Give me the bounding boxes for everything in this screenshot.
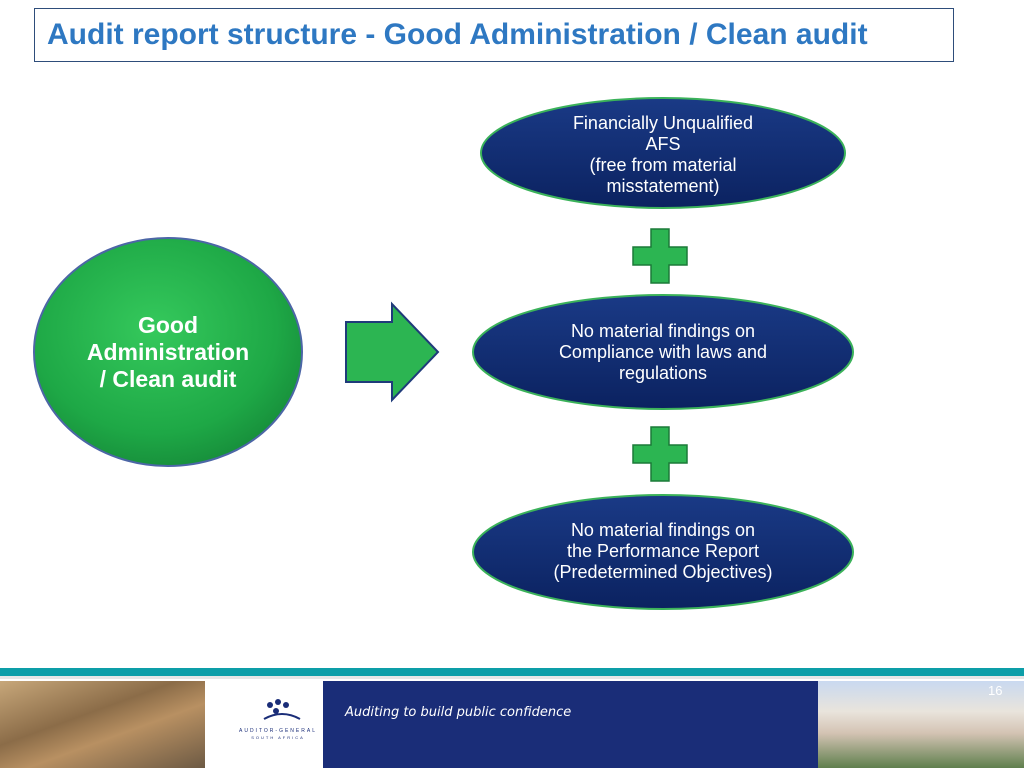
component-label-1: Financially Unqualified AFS (free from m…	[572, 113, 754, 196]
diagram-canvas	[33, 97, 854, 610]
logo-text: AUDITOR-GENERAL	[239, 728, 317, 734]
footer-rule	[0, 668, 1024, 676]
right-arrow-icon	[345, 301, 440, 403]
plus-icon	[632, 228, 688, 284]
plus-icon	[632, 426, 688, 482]
component-label-3: No material findings on the Performance …	[553, 520, 773, 582]
component-oval-1	[480, 97, 846, 209]
footer-rule-light	[0, 676, 1024, 679]
logo-subtext: SOUTH AFRICA	[251, 735, 305, 740]
main-concept-shape	[33, 237, 303, 467]
slide-title: Audit report structure - Good Administra…	[47, 18, 868, 51]
component-oval-2	[472, 294, 854, 410]
logo-area	[205, 681, 323, 768]
auditor-general-logo-icon	[263, 699, 301, 720]
page-number: 16	[988, 683, 1003, 698]
component-label-2: No material findings on Compliance with …	[558, 321, 768, 383]
component-oval-3	[472, 494, 854, 610]
footer-tagline: Auditing to build public confidence	[345, 705, 572, 720]
building-photo-right	[818, 681, 1024, 768]
title-box: Audit report structure - Good Administra…	[34, 8, 954, 62]
building-photo-left	[0, 681, 205, 768]
main-concept-label: Good Administration / Clean audit	[86, 312, 250, 392]
